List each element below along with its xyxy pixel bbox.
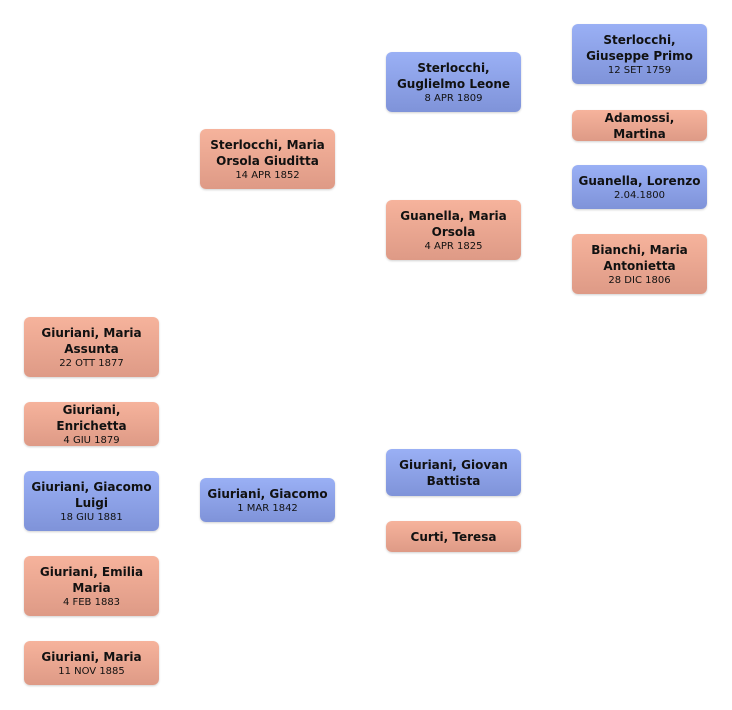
person-giuriani-enrichetta[interactable]: Giuriani, Enrichetta 4 GIU 1879: [24, 402, 159, 446]
person-date: 12 SET 1759: [607, 64, 672, 76]
person-name: Giuriani, Emilia Maria: [39, 564, 144, 595]
person-name: Adamossi, Martina: [604, 110, 675, 141]
person-name: Curti, Teresa: [410, 529, 497, 544]
person-date: 22 OTT 1877: [59, 357, 124, 369]
person-curti-teresa[interactable]: Curti, Teresa: [386, 521, 521, 552]
person-date: 8 APR 1809: [424, 92, 483, 104]
person-giuriani-giacomo-luigi[interactable]: Giuriani, Giacomo Luigi 18 GIU 1881: [24, 471, 159, 531]
person-date: 4 FEB 1883: [62, 596, 121, 608]
person-date: 14 APR 1852: [235, 169, 300, 181]
person-giuriani-maria[interactable]: Giuriani, Maria 11 NOV 1885: [24, 641, 159, 685]
person-date: 18 GIU 1881: [60, 511, 123, 523]
person-sterlocchi-maria-orsola-giuditta[interactable]: Sterlocchi, Maria Orsola Giuditta 14 APR…: [200, 129, 335, 189]
person-date: 1 MAR 1842: [237, 502, 298, 514]
person-guanella-maria-orsola[interactable]: Guanella, Maria Orsola 4 APR 1825: [386, 200, 521, 260]
person-sterlocchi-guglielmo-leone[interactable]: Sterlocchi, Guglielmo Leone 8 APR 1809: [386, 52, 521, 112]
person-date: 4 GIU 1879: [63, 434, 120, 446]
person-giuriani-maria-assunta[interactable]: Giuriani, Maria Assunta 22 OTT 1877: [24, 317, 159, 377]
person-name: Sterlocchi, Guglielmo Leone: [396, 60, 511, 91]
person-adamossi-martina[interactable]: Adamossi, Martina: [572, 110, 707, 141]
person-date: 4 APR 1825: [424, 240, 483, 252]
person-giuriani-giovan-battista[interactable]: Giuriani, Giovan Battista: [386, 449, 521, 496]
person-date: 28 DIC 1806: [608, 274, 671, 286]
person-date: 2.04.1800: [614, 189, 665, 201]
person-name: Giuriani, Giacomo Luigi: [31, 479, 152, 510]
person-name: Giuriani, Maria Assunta: [41, 325, 142, 356]
person-name: Giuriani, Giacomo: [207, 486, 328, 501]
person-name: Sterlocchi, Giuseppe Primo: [586, 32, 693, 63]
person-giuriani-giacomo[interactable]: Giuriani, Giacomo 1 MAR 1842: [200, 478, 335, 522]
person-name: Giuriani, Giovan Battista: [399, 457, 508, 488]
person-sterlocchi-giuseppe-primo[interactable]: Sterlocchi, Giuseppe Primo 12 SET 1759: [572, 24, 707, 84]
person-bianchi-maria-antonietta[interactable]: Bianchi, Maria Antonietta 28 DIC 1806: [572, 234, 707, 294]
person-name: Guanella, Lorenzo: [578, 173, 701, 188]
person-name: Giuriani, Enrichetta: [56, 402, 127, 433]
person-date: 11 NOV 1885: [58, 665, 125, 677]
person-name: Bianchi, Maria Antonietta: [591, 242, 688, 273]
person-guanella-lorenzo[interactable]: Guanella, Lorenzo 2.04.1800: [572, 165, 707, 209]
person-name: Giuriani, Maria: [41, 649, 142, 664]
person-giuriani-emilia-maria[interactable]: Giuriani, Emilia Maria 4 FEB 1883: [24, 556, 159, 616]
person-name: Sterlocchi, Maria Orsola Giuditta: [210, 137, 325, 168]
person-name: Guanella, Maria Orsola: [400, 208, 507, 239]
